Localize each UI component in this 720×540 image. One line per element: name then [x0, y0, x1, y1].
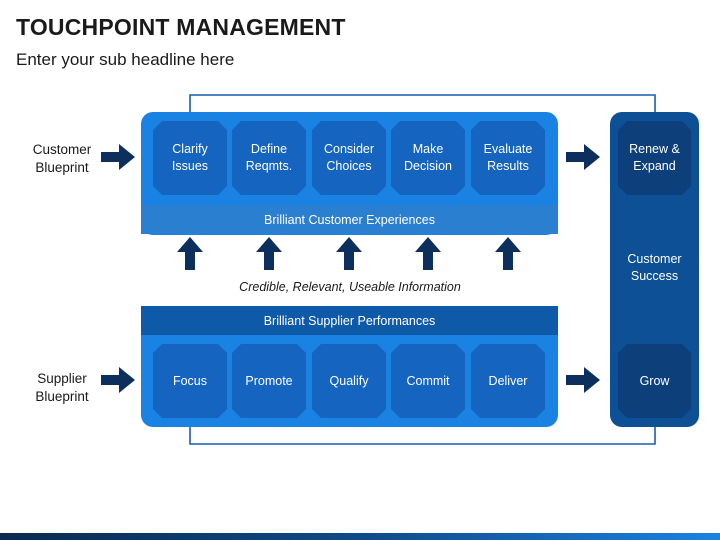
step-qualify: Qualify [312, 344, 386, 418]
step-clarify-issues: Clarify Issues [153, 121, 227, 195]
step-consider-choices: Consider Choices [312, 121, 386, 195]
customer-experience-band: Brilliant Customer Experiences [141, 205, 558, 234]
footer-bar [0, 533, 720, 540]
step-define-reqmts: Define Reqmts. [232, 121, 306, 195]
customer-blueprint-arrow [101, 144, 135, 170]
information-caption: Credible, Relevant, Useable Information [239, 280, 461, 294]
up-arrow-3 [336, 237, 362, 270]
up-arrow-2 [256, 237, 282, 270]
supplier-to-success-arrow [566, 367, 600, 393]
step-deliver: Deliver [471, 344, 545, 418]
step-evaluate-results: Evaluate Results [471, 121, 545, 195]
page-subtitle: Enter your sub headline here [16, 50, 235, 69]
step-focus: Focus [153, 344, 227, 418]
customer-blueprint-label: Customer Blueprint [32, 142, 92, 175]
page-title: TOUCHPOINT MANAGEMENT [16, 14, 346, 40]
customer-success-label: Customer Success [627, 252, 682, 283]
step-commit: Commit [391, 344, 465, 418]
up-arrow-1 [177, 237, 203, 270]
step-make-decision: Make Decision [391, 121, 465, 195]
up-arrow-5 [495, 237, 521, 270]
customer-to-success-arrow [566, 144, 600, 170]
step-promote: Promote [232, 344, 306, 418]
supplier-performance-band: Brilliant Supplier Performances [141, 306, 558, 335]
bottom-loop-connector [189, 427, 656, 445]
supplier-blueprint-label: Supplier Blueprint [35, 371, 89, 404]
supplier-blueprint-arrow [101, 367, 135, 393]
up-arrow-4 [415, 237, 441, 270]
renew-expand-tile: Renew & Expand [618, 121, 691, 195]
top-loop-connector [189, 94, 656, 112]
grow-tile: Grow [618, 344, 691, 418]
